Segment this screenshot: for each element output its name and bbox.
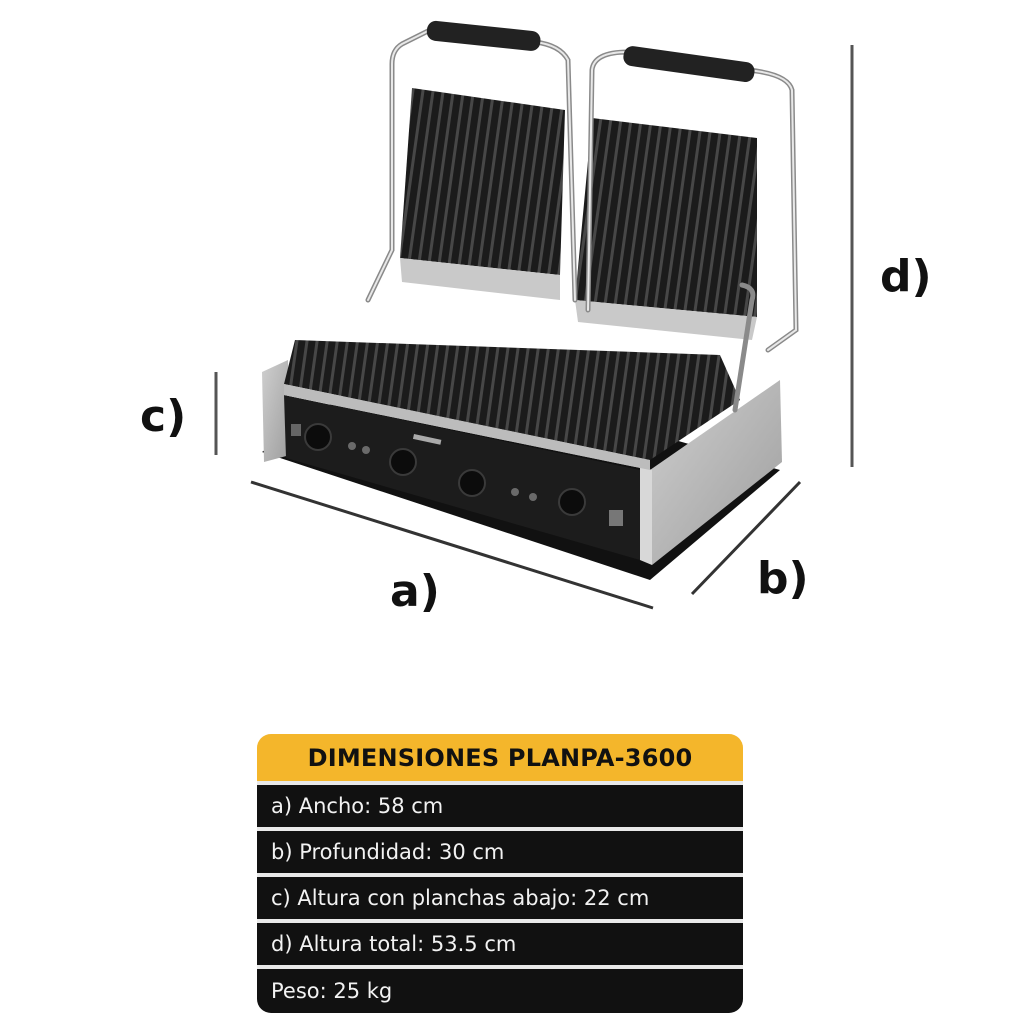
dimension-line-b [690, 480, 802, 596]
dimensions-table: DIMENSIONES PLANPA-3600 a) Ancho: 58 cm … [257, 734, 743, 1013]
table-row-total-height: d) Altura total: 53.5 cm [257, 923, 743, 965]
dimension-label-d: d) [880, 251, 932, 302]
dimension-label-b: b) [757, 553, 809, 604]
dimension-label-a: a) [390, 566, 440, 617]
dimension-line-a [250, 480, 654, 610]
table-row-weight: Peso: 25 kg [257, 969, 743, 1013]
table-title: DIMENSIONES PLANPA-3600 [257, 734, 743, 781]
dimension-label-c: c) [140, 391, 187, 442]
table-row-height-closed: c) Altura con planchas abajo: 22 cm [257, 877, 743, 919]
table-row-depth: b) Profundidad: 30 cm [257, 831, 743, 873]
product-dimension-diagram: c) a) b) d) [140, 20, 932, 617]
grill-illustration [214, 20, 854, 610]
table-row-width: a) Ancho: 58 cm [257, 785, 743, 827]
